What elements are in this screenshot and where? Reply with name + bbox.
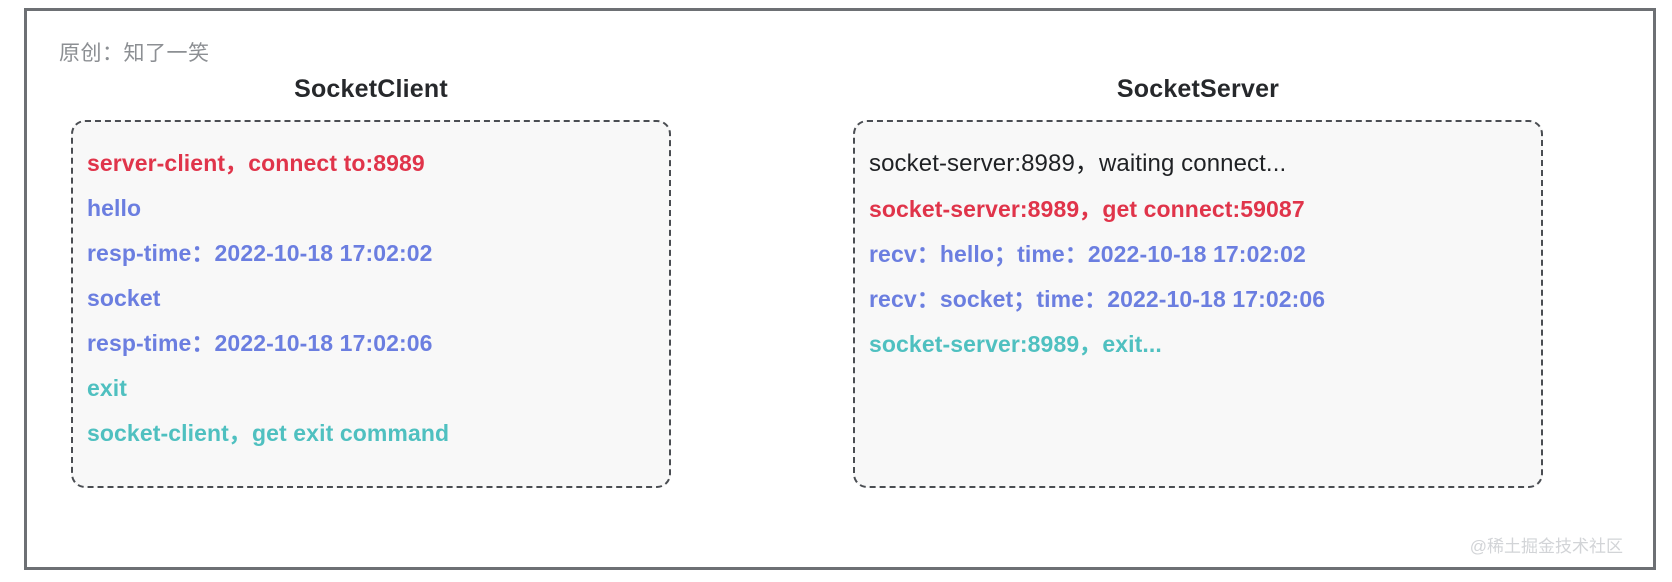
log-line: socket-server:8989，waiting connect...	[869, 150, 1287, 177]
console-output-client: server-client，connect to:8989 hello resp…	[71, 120, 671, 488]
console-output-server: socket-server:8989，waiting connect... so…	[853, 120, 1543, 488]
panel-socket-client: SocketClient server-client，connect to:89…	[71, 75, 671, 488]
outer-frame: 原创：知了一笑 SocketClient server-client，conne…	[24, 8, 1656, 570]
log-line: resp-time：2022-10-18 17:02:06	[87, 330, 433, 356]
log-line: socket-client，get exit command	[87, 420, 450, 446]
log-line: socket-server:8989，exit...	[869, 331, 1162, 357]
panel-columns: SocketClient server-client，connect to:89…	[27, 11, 1653, 567]
log-line: resp-time：2022-10-18 17:02:02	[87, 240, 433, 266]
log-line: exit	[87, 375, 128, 401]
panel-title-client: SocketClient	[294, 75, 448, 103]
panel-socket-server: SocketServer socket-server:8989，waiting …	[853, 75, 1543, 488]
panel-title-server: SocketServer	[1116, 75, 1280, 103]
log-line: server-client，connect to:8989	[87, 150, 425, 176]
log-line: socket-server:8989，get connect:59087	[869, 196, 1305, 222]
watermark-label: @稀土掘金技术社区	[1469, 537, 1623, 556]
log-line: socket	[87, 285, 161, 311]
credit-label: 原创：知了一笑	[59, 42, 210, 65]
log-line: hello	[87, 195, 142, 221]
log-line: recv：socket；time：2022-10-18 17:02:06	[869, 286, 1326, 312]
log-line: recv：hello；time：2022-10-18 17:02:02	[869, 241, 1306, 267]
